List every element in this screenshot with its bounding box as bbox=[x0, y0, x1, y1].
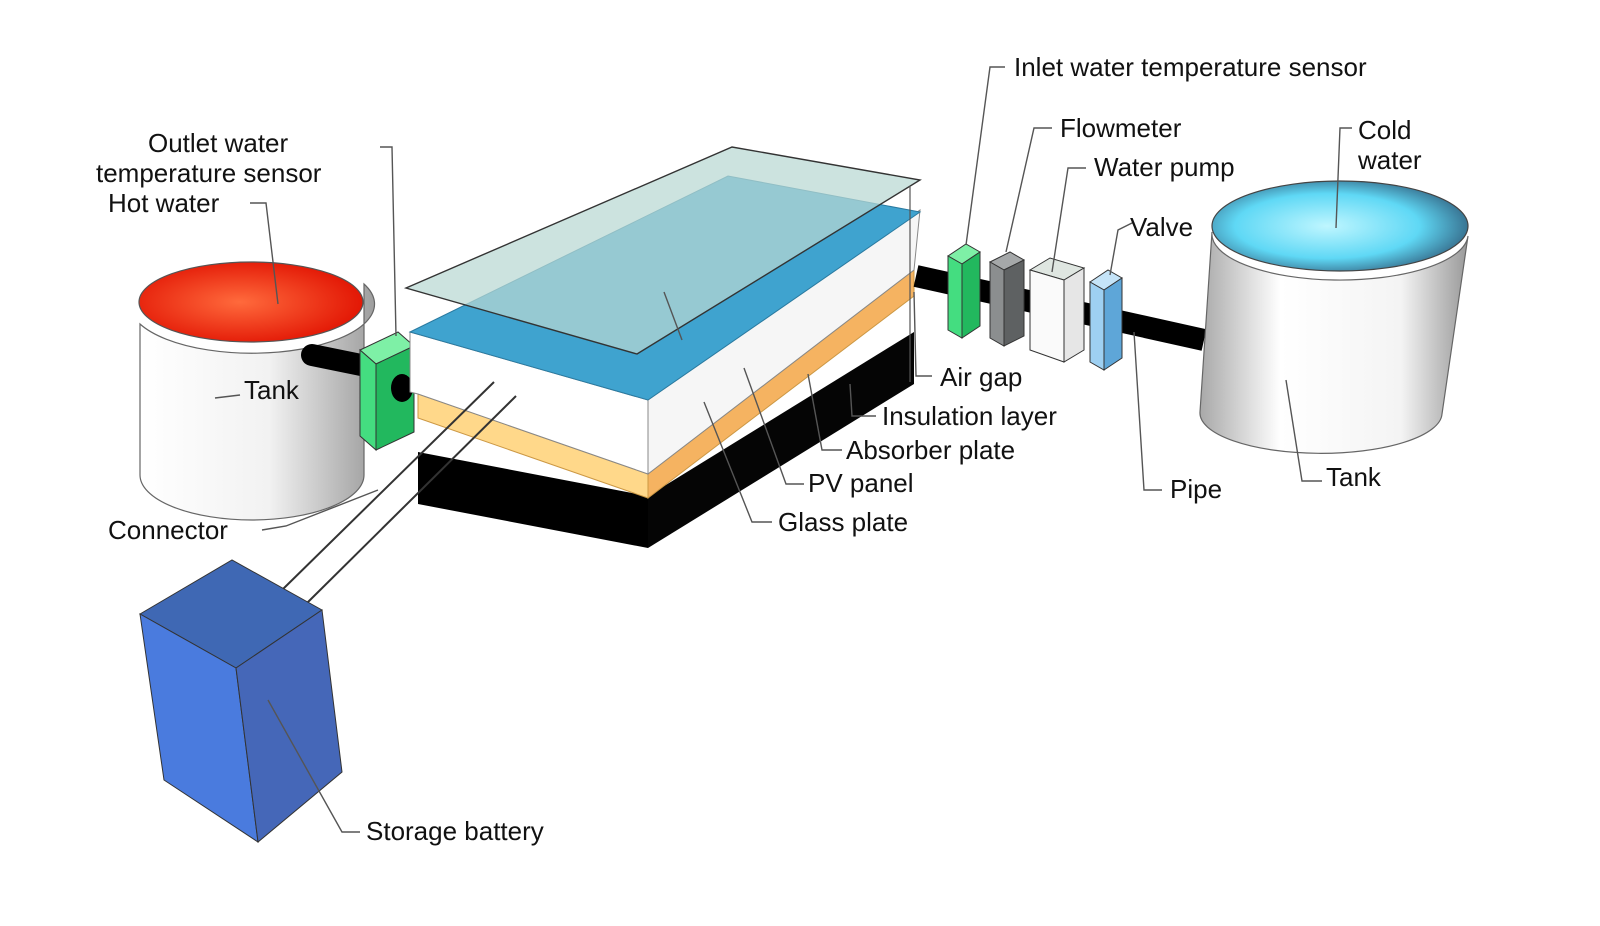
hot-water-surface bbox=[138, 261, 364, 343]
label-insulation-layer: Insulation layer bbox=[882, 401, 1057, 431]
hot-water-tank bbox=[138, 261, 376, 521]
glass-plate bbox=[403, 146, 922, 355]
label-outlet-sensor-2: temperature sensor bbox=[96, 158, 322, 188]
pipe-left bbox=[301, 344, 377, 377]
leader-lines bbox=[214, 66, 1352, 833]
label-inlet-sensor: Inlet water temperature sensor bbox=[1014, 52, 1367, 82]
label-tank-left: Tank bbox=[244, 375, 300, 405]
label-air-gap: Air gap bbox=[940, 362, 1022, 392]
insulation-layer bbox=[418, 452, 648, 548]
connector-wire-2 bbox=[305, 395, 517, 605]
water-pump bbox=[1028, 257, 1086, 363]
label-glass-plate: Glass plate bbox=[778, 507, 908, 537]
label-cold-water-1: Cold bbox=[1358, 115, 1411, 145]
label-water-pump: Water pump bbox=[1094, 152, 1235, 182]
valve bbox=[1089, 269, 1123, 371]
label-storage-battery: Storage battery bbox=[366, 816, 544, 846]
flowmeter bbox=[988, 251, 1026, 347]
label-hot-water: Hot water bbox=[108, 188, 220, 218]
inlet-temperature-sensor bbox=[947, 243, 981, 339]
labels: Inlet water temperature sensor Flowmeter… bbox=[96, 52, 1422, 846]
cold-water-tank bbox=[1199, 180, 1469, 454]
label-absorber-plate: Absorber plate bbox=[846, 435, 1015, 465]
label-pipe: Pipe bbox=[1170, 474, 1222, 504]
cold-water-surface bbox=[1211, 180, 1469, 272]
connector-wire-1 bbox=[281, 381, 495, 591]
label-tank-right: Tank bbox=[1326, 462, 1382, 492]
label-valve: Valve bbox=[1130, 212, 1193, 242]
label-flowmeter: Flowmeter bbox=[1060, 113, 1182, 143]
label-cold-water-2: water bbox=[1357, 145, 1422, 175]
label-connector: Connector bbox=[108, 515, 228, 545]
cold-tank-body bbox=[1199, 231, 1469, 454]
label-pv-panel: PV panel bbox=[808, 468, 914, 498]
label-outlet-sensor-1: Outlet water bbox=[148, 128, 289, 158]
storage-battery bbox=[138, 559, 343, 844]
connector-joint bbox=[391, 374, 413, 402]
pvt-collector bbox=[403, 146, 922, 548]
hot-tank-body bbox=[139, 282, 376, 521]
